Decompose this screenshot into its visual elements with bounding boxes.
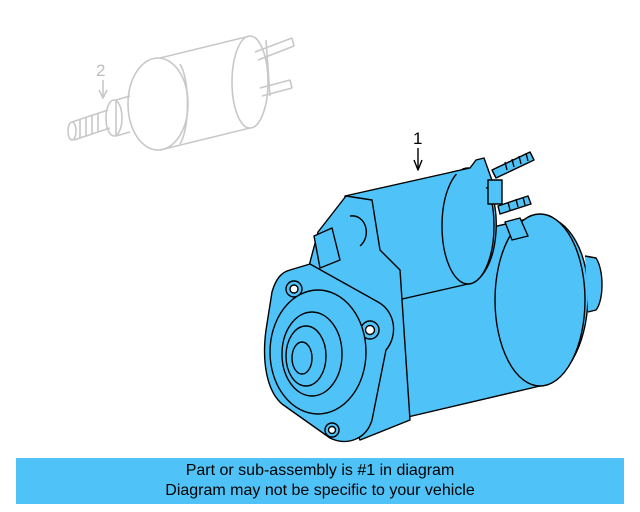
solenoid-part-2 bbox=[67, 35, 295, 151]
banner-line-disclaimer: Diagram may not be specific to your vehi… bbox=[165, 482, 475, 499]
info-banner: Part or sub-assembly is #1 in diagram Di… bbox=[16, 458, 624, 504]
callout-label-2: 2 bbox=[96, 61, 106, 80]
banner-line-part-number: Part or sub-assembly is #1 in diagram bbox=[185, 462, 455, 479]
starter-motor-part-1 bbox=[263, 148, 603, 443]
parts-diagram bbox=[67, 35, 603, 443]
callout-label-1: 1 bbox=[413, 129, 423, 148]
